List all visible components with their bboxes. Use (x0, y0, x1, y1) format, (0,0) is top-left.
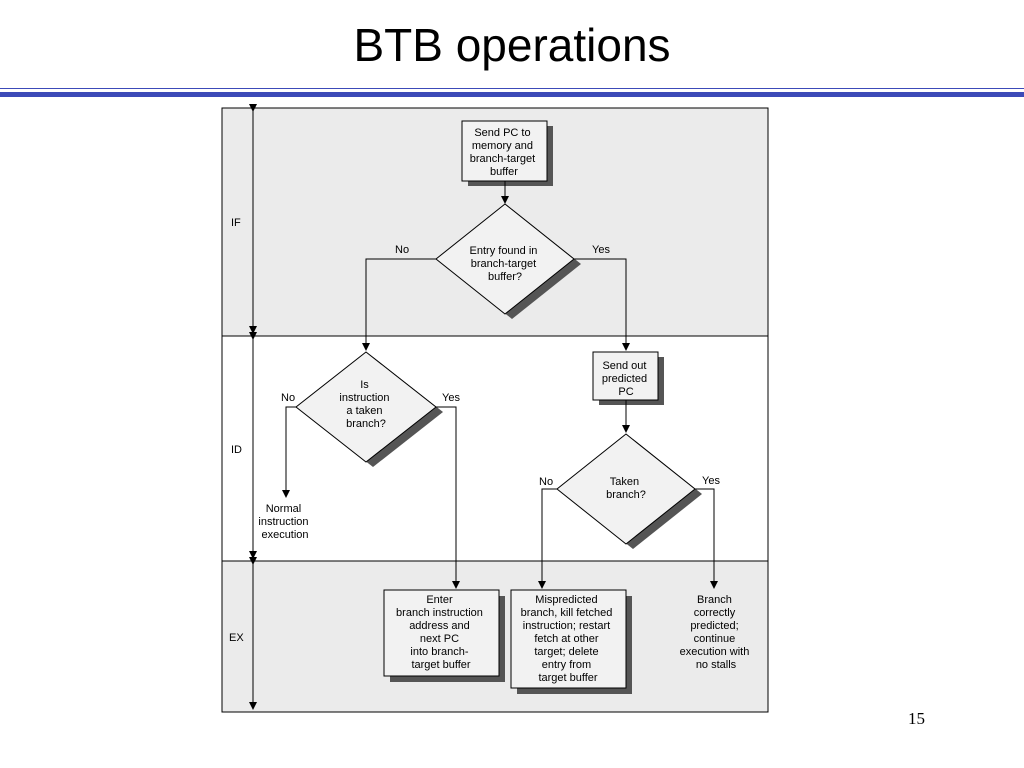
taken-branch-diamond (556, 433, 696, 545)
send-pc-text: Send PC to memory and branch-target buff… (470, 127, 539, 178)
taken-branch-yes-label: Yes (702, 475, 720, 487)
stage-if-label: IF (231, 217, 241, 229)
entry-found-text: Entry found in branch-target buffer? (470, 245, 541, 283)
id-band (221, 335, 769, 562)
is-taken-yes-label: Yes (442, 392, 460, 404)
taken-branch-text: Taken branch? (606, 476, 646, 501)
edge-entry-yes (574, 258, 630, 351)
entry-found-diamond (435, 203, 575, 315)
edge-istaken-no (282, 406, 296, 498)
send-pc-box (461, 120, 548, 182)
enter-branch-text: Enter branch instruction address and nex… (396, 594, 486, 671)
correct-prediction-text: Branch correctly predicted; continue exe… (680, 594, 753, 671)
send-predicted-text: Send out predicted PC (602, 360, 650, 398)
edge-entry-no (362, 258, 436, 351)
edge-tb-no (538, 488, 557, 589)
is-taken-no-label: No (281, 392, 295, 404)
entry-yes-label: Yes (592, 244, 610, 256)
stage-id-label: ID (231, 444, 242, 456)
stage-ex-label: EX (229, 632, 244, 644)
edge-istaken-yes (436, 406, 460, 589)
page-number: 15 (908, 709, 925, 728)
entry-no-label: No (395, 244, 409, 256)
taken-branch-no-label: No (539, 476, 553, 488)
slide-title: BTB operations (353, 19, 671, 71)
mispredicted-box (510, 589, 627, 689)
edge-tb-yes (695, 488, 718, 589)
normal-exec-text: Normal instruction execution (258, 503, 311, 541)
is-taken-diamond (295, 351, 437, 463)
mispredicted-text: Mispredicted branch, kill fetched instru… (521, 594, 616, 684)
title-rule-thick (0, 92, 1024, 97)
is-taken-text: Is instruction a taken branch? (339, 379, 392, 430)
title-rule-thin (0, 88, 1024, 89)
enter-branch-box (383, 589, 500, 677)
